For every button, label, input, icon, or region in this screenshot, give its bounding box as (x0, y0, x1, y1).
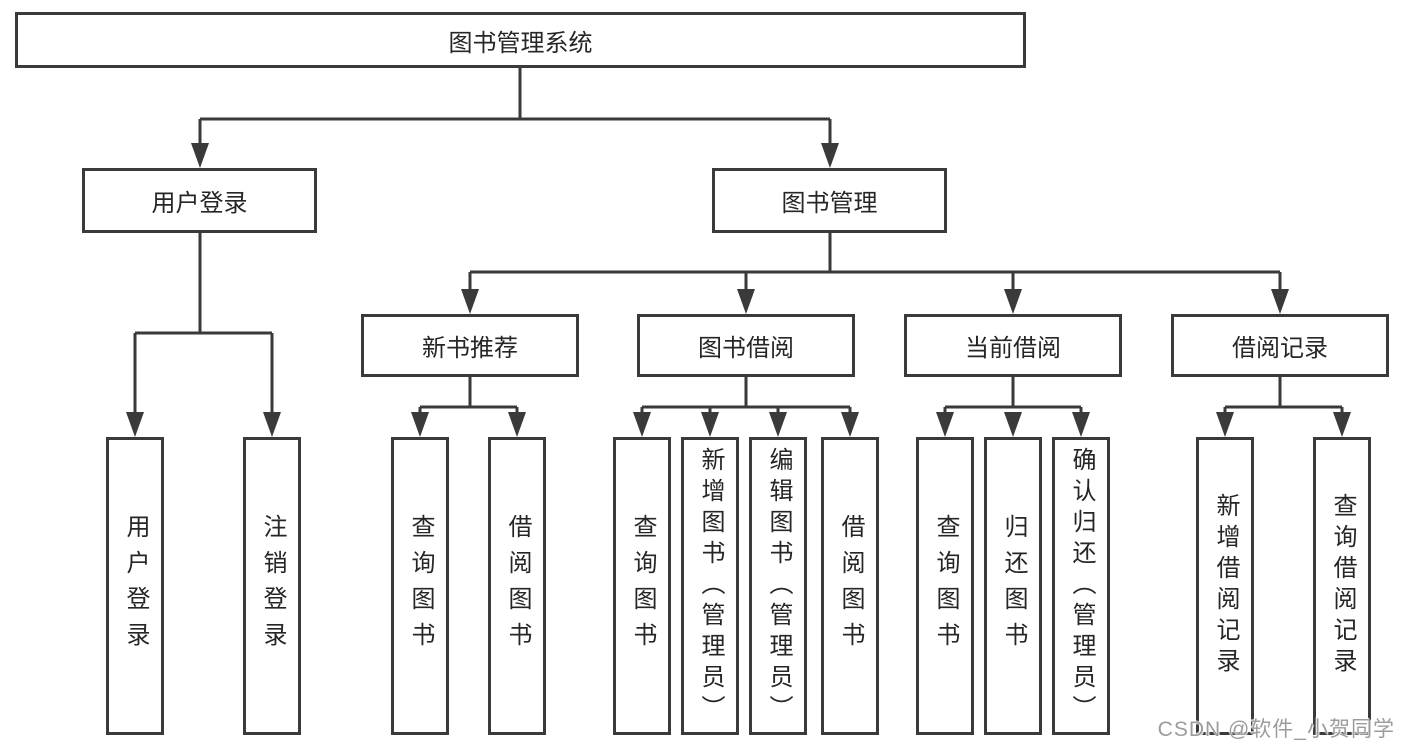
leaf-add-borrow-record-label: 新增借阅记录 (1212, 493, 1239, 679)
node-user-login: 用户登录 (82, 168, 317, 233)
leaf-user-login-label: 用户登录 (122, 514, 149, 658)
connector-borrow-records-branch (1223, 377, 1344, 415)
leaf-logout: 注销登录 (243, 437, 301, 735)
arrowheads-level3 (461, 289, 1289, 314)
node-borrowing-records: 借阅记录 (1171, 314, 1389, 377)
arrowheads-user-login (126, 412, 281, 437)
node-current-borrowing-label: 当前借阅 (965, 335, 1061, 362)
arrowheads-leaves (411, 412, 1351, 437)
leaf-query-books-3: 查询图书 (916, 437, 974, 735)
node-root-system: 图书管理系统 (15, 12, 1026, 68)
node-book-management-label: 图书管理 (781, 190, 878, 217)
csdn-watermark: CSDN @软件_小贺同学 (1157, 718, 1395, 741)
node-borrowing-records-label: 借阅记录 (1232, 335, 1328, 362)
leaf-query-books-2-label: 查询图书 (629, 514, 656, 658)
connector-root-to-level2 (198, 68, 832, 146)
leaf-return-books-label: 归还图书 (1000, 514, 1027, 658)
node-user-login-label: 用户登录 (151, 190, 248, 217)
leaf-query-books-1-label: 查询图书 (407, 514, 434, 658)
node-book-borrowing: 图书借阅 (637, 314, 855, 377)
connector-book-borrow-branch (640, 377, 852, 415)
connector-current-borrow-branch (943, 377, 1083, 415)
node-book-management: 图书管理 (712, 168, 947, 233)
leaf-edit-books-admin: 编辑图书（管理员） (749, 437, 807, 735)
leaf-add-books-admin: 新增图书（管理员） (681, 437, 739, 735)
arrowheads-level2 (191, 143, 839, 168)
connector-user-login-branch (133, 233, 274, 415)
node-new-book-recommend-label: 新书推荐 (422, 335, 518, 362)
leaf-borrow-books-1: 借阅图书 (488, 437, 546, 735)
leaf-add-books-admin-label: 新增图书（管理员） (697, 446, 724, 726)
leaf-query-books-1: 查询图书 (391, 437, 449, 735)
leaf-query-borrow-record: 查询借阅记录 (1313, 437, 1371, 735)
leaf-return-books: 归还图书 (984, 437, 1042, 735)
node-new-book-recommend: 新书推荐 (361, 314, 579, 377)
leaf-query-books-3-label: 查询图书 (932, 514, 959, 658)
leaf-borrow-books-2: 借阅图书 (821, 437, 879, 735)
node-book-borrowing-label: 图书借阅 (698, 335, 794, 362)
connector-book-mgmt-branch (468, 233, 1282, 292)
node-root-label: 图书管理系统 (448, 29, 593, 57)
leaf-query-borrow-record-label: 查询借阅记录 (1329, 493, 1356, 679)
node-current-borrowing: 当前借阅 (904, 314, 1122, 377)
leaf-borrow-books-1-label: 借阅图书 (504, 514, 531, 658)
leaf-borrow-books-2-label: 借阅图书 (837, 514, 864, 658)
leaf-confirm-return-admin: 确认归还（管理员） (1052, 437, 1110, 735)
leaf-edit-books-admin-label: 编辑图书（管理员） (765, 446, 792, 726)
leaf-add-borrow-record: 新增借阅记录 (1196, 437, 1254, 735)
leaf-logout-label: 注销登录 (259, 514, 286, 658)
leaf-confirm-return-admin-label: 确认归还（管理员） (1068, 446, 1095, 726)
leaf-user-login: 用户登录 (106, 437, 164, 735)
connector-new-books-branch (418, 377, 519, 415)
leaf-query-books-2: 查询图书 (613, 437, 671, 735)
